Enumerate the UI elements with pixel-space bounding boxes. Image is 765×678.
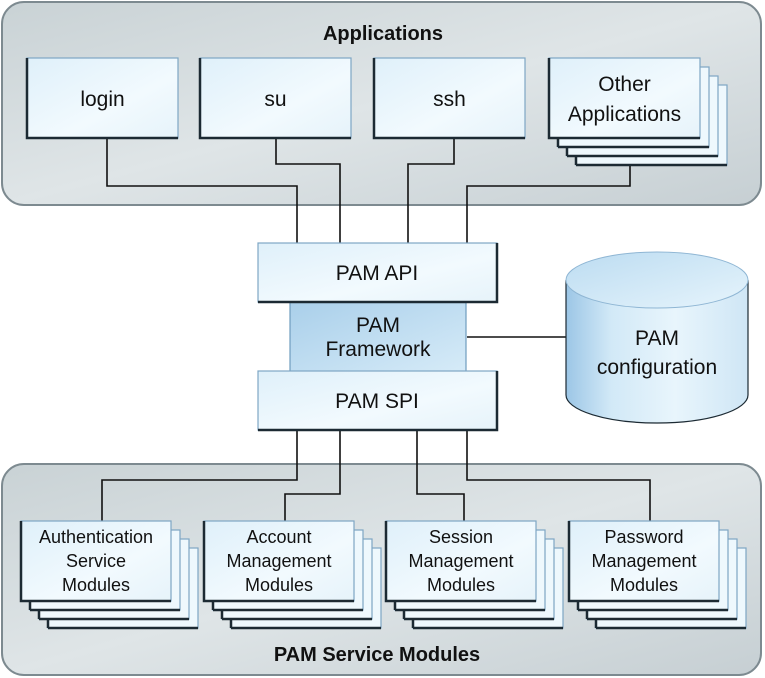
app-label: Other	[598, 73, 651, 96]
pam-api-box	[257, 242, 498, 303]
module-label: Authentication	[39, 527, 153, 547]
pam-api-label: PAM API	[336, 262, 418, 285]
framework-label-2: Framework	[325, 338, 431, 361]
module-label: Session	[429, 527, 493, 547]
applications-title: Applications	[323, 23, 443, 45]
connector-password	[466, 430, 651, 521]
framework-label-1: PAM	[356, 314, 400, 337]
connector-session	[416, 430, 465, 521]
app-label: su	[264, 88, 286, 111]
connector-auth	[101, 430, 298, 521]
pam-framework-stack: PAM API PAM Framework PAM SPI	[257, 242, 499, 432]
pam-configuration-database: PAM configuration	[565, 251, 749, 424]
module-label: Modules	[610, 575, 678, 595]
app-label: Applications	[568, 103, 681, 126]
module-label: Account	[246, 527, 311, 547]
module-label: Modules	[427, 575, 495, 595]
config-label-2: configuration	[597, 356, 717, 379]
app-box-1: login	[25, 57, 179, 140]
module-label: Management	[408, 551, 513, 571]
modules-title: PAM Service Modules	[274, 644, 480, 666]
module-label: Management	[591, 551, 696, 571]
connector-ssh	[407, 138, 455, 243]
connector-login	[106, 138, 298, 243]
module-label: Management	[226, 551, 331, 571]
pam-spi-label: PAM SPI	[335, 390, 419, 413]
pam-spi-box	[257, 370, 498, 431]
app-label: login	[80, 88, 124, 111]
framework-box	[289, 299, 467, 373]
app-box-3: ssh	[372, 57, 526, 140]
config-label-1: PAM	[635, 327, 679, 350]
module-label: Service	[66, 551, 126, 571]
app-label: ssh	[433, 88, 466, 111]
connector-account	[284, 430, 341, 521]
connector-su	[275, 138, 341, 243]
module-label: Modules	[62, 575, 130, 595]
module-label: Modules	[245, 575, 313, 595]
app-box-2: su	[198, 57, 352, 140]
module-label: Password	[604, 527, 683, 547]
